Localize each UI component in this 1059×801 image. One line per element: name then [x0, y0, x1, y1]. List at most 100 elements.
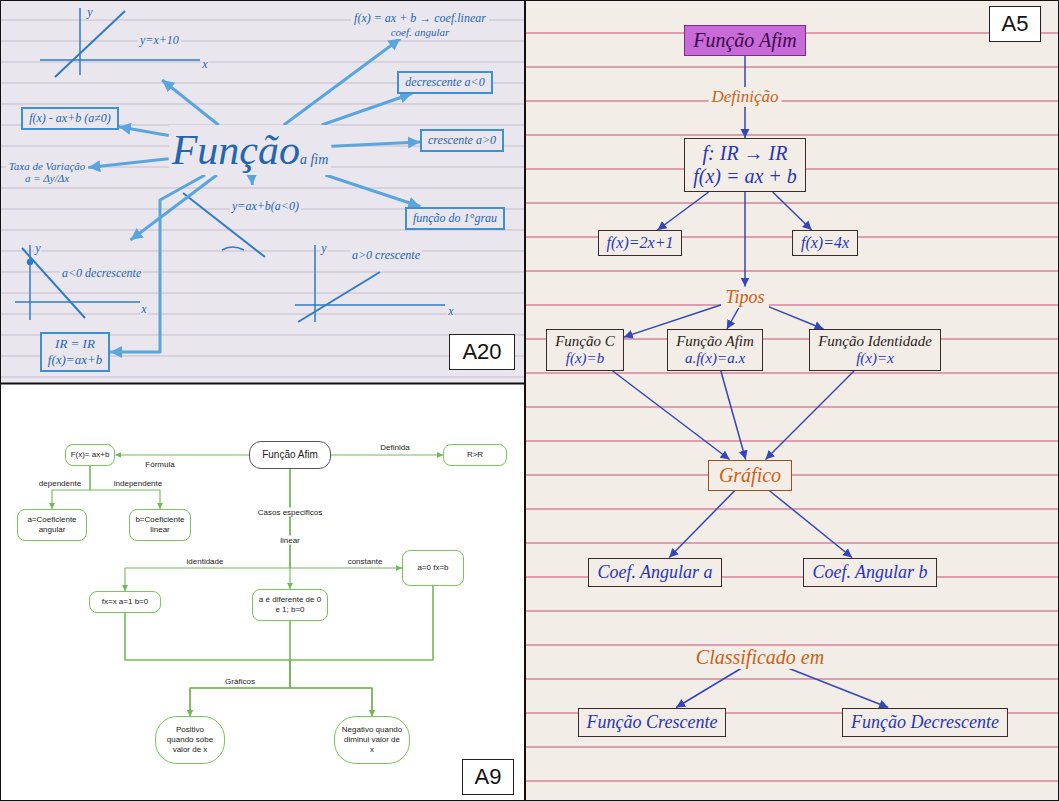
axis-line [15, 301, 140, 303]
heading-text: Tipos [721, 287, 768, 308]
panel-divider [524, 0, 526, 801]
concept-box: IR = IRf(x)=ax+b [40, 332, 110, 372]
concept-box: Função Crescente [578, 708, 727, 737]
node-text: Coef. Angular a [597, 562, 712, 583]
map-node: fx=x a=1 b=0 [89, 591, 161, 613]
map-node: R>R [443, 444, 507, 466]
function-line [298, 272, 380, 322]
edge-label: Definida [378, 443, 411, 452]
node-text: y=x+10 [138, 33, 181, 48]
figure-tag: A9 [462, 759, 515, 795]
axis-line [40, 59, 200, 61]
connector-arrow [744, 192, 746, 287]
node-text: Função Afim [676, 333, 754, 350]
function-line [22, 248, 85, 318]
edge-label: constante [346, 557, 385, 566]
title-box: Função Afim [684, 25, 806, 56]
node-text: Taxa de Variação [9, 160, 86, 172]
node-text: f(x) = ax + b [693, 165, 797, 188]
connector-arrow [190, 586, 433, 716]
node-text: decrescente a<0 [405, 75, 484, 90]
example-box: f(x)=2x+1 [598, 230, 683, 256]
screen-panel [0, 384, 524, 801]
connector-arrow [131, 175, 217, 240]
node-text: b=Coeficiente linear [135, 515, 185, 535]
connector-arrow [769, 307, 824, 329]
node-text: Função Decrescente [851, 712, 999, 733]
node-text: Função C [555, 333, 615, 350]
node-text: f(x)=ax+b [48, 352, 102, 368]
connector-arrow [669, 491, 735, 558]
graph-sketch: y=x+10 [20, 5, 210, 80]
concept-box: f: IR → IRf(x) = ax + b [684, 138, 806, 192]
example-box: f(x)=4x [792, 230, 858, 256]
formula-text: f(x) = ax + b → coef.linearcoef. angular [351, 10, 489, 39]
map-node: a é diferente de 0 e 1; b=0 [252, 589, 328, 621]
graph-sketch: y=ax+b(a<0) [175, 185, 335, 265]
connector-arrow [769, 491, 852, 558]
type-box: Função Afima.f(x)=a.x [667, 329, 763, 371]
concept-box: Coef. Angular a [588, 558, 721, 587]
connector-arrow [331, 454, 443, 455]
node-text: R>R [449, 450, 501, 460]
map-node: Negativo quando diminui valor de x [334, 716, 410, 764]
edge-label: Fórmula [143, 460, 176, 469]
axis-line [79, 8, 81, 75]
node-text: a.f(x)=a.x [676, 350, 754, 367]
node-text: f(x)=x [818, 350, 932, 367]
connector-arrow [284, 39, 401, 126]
graph-sketch: a<0 decrescente [10, 240, 145, 320]
connector-arrow [119, 127, 169, 136]
node-text: f(x)=b [555, 350, 615, 367]
connector-arrow [250, 175, 254, 185]
node-text: a é diferente de 0 e 1; b=0 [258, 595, 322, 615]
edge-label: Definição [708, 87, 781, 107]
connector-arrow [325, 175, 420, 207]
paper-panel [526, 0, 1059, 801]
heading-text: Classificado em [692, 646, 828, 669]
node-text: Positivo quando sobe valor de x [162, 725, 218, 755]
node-text: a=0 fx=b [407, 563, 459, 573]
connector-arrow [88, 159, 168, 168]
connector-arrow [658, 192, 709, 230]
node-text: f(x)=4x [801, 234, 849, 252]
axis-label: y [320, 241, 327, 256]
function-line [55, 11, 125, 77]
node-text: IR = IR [48, 336, 102, 352]
connector-arrow [290, 621, 372, 716]
node-text: Função Crescente [587, 712, 718, 733]
map-node: Positivo quando sobe valor de x [155, 716, 225, 764]
node-text: A9 [475, 764, 502, 790]
connector-arrow [766, 371, 855, 460]
figure-tag: A5 [989, 6, 1042, 42]
edge-label: Gráficos [223, 677, 257, 686]
connector-arrow [727, 308, 739, 330]
figure-tag: A20 [449, 334, 514, 370]
connector-arrow [190, 621, 290, 716]
axis-label: y [34, 241, 41, 256]
concept-box: Função Decrescente [842, 708, 1008, 737]
axis-label: x [140, 302, 147, 317]
edge-label: dependente [37, 479, 83, 488]
node-text: a fim [300, 152, 328, 168]
graph-box: Gráfico [708, 460, 792, 491]
connector-arrow [52, 466, 90, 509]
connector-arrow [613, 371, 730, 460]
map-node: F(x)= ax+b [65, 444, 116, 466]
concept-box: decrescente a<0 [397, 71, 492, 94]
edge-label: independente [112, 479, 165, 488]
node-text: f(x) = ax + b → coef.linear [354, 11, 486, 26]
map-node: a=Coeficiente angular [17, 509, 87, 541]
connector-arrow [789, 669, 888, 708]
node-text: F(x)= ax+b [71, 450, 110, 460]
axis-label: x [447, 304, 454, 319]
node-text: a=Coeficiente angular [23, 515, 81, 535]
node-text: fx=x a=1 b=0 [95, 597, 155, 607]
connector-arrow [331, 142, 420, 146]
connector-arrow [162, 80, 219, 125]
type-box: Função Identidadef(x)=x [809, 329, 941, 371]
